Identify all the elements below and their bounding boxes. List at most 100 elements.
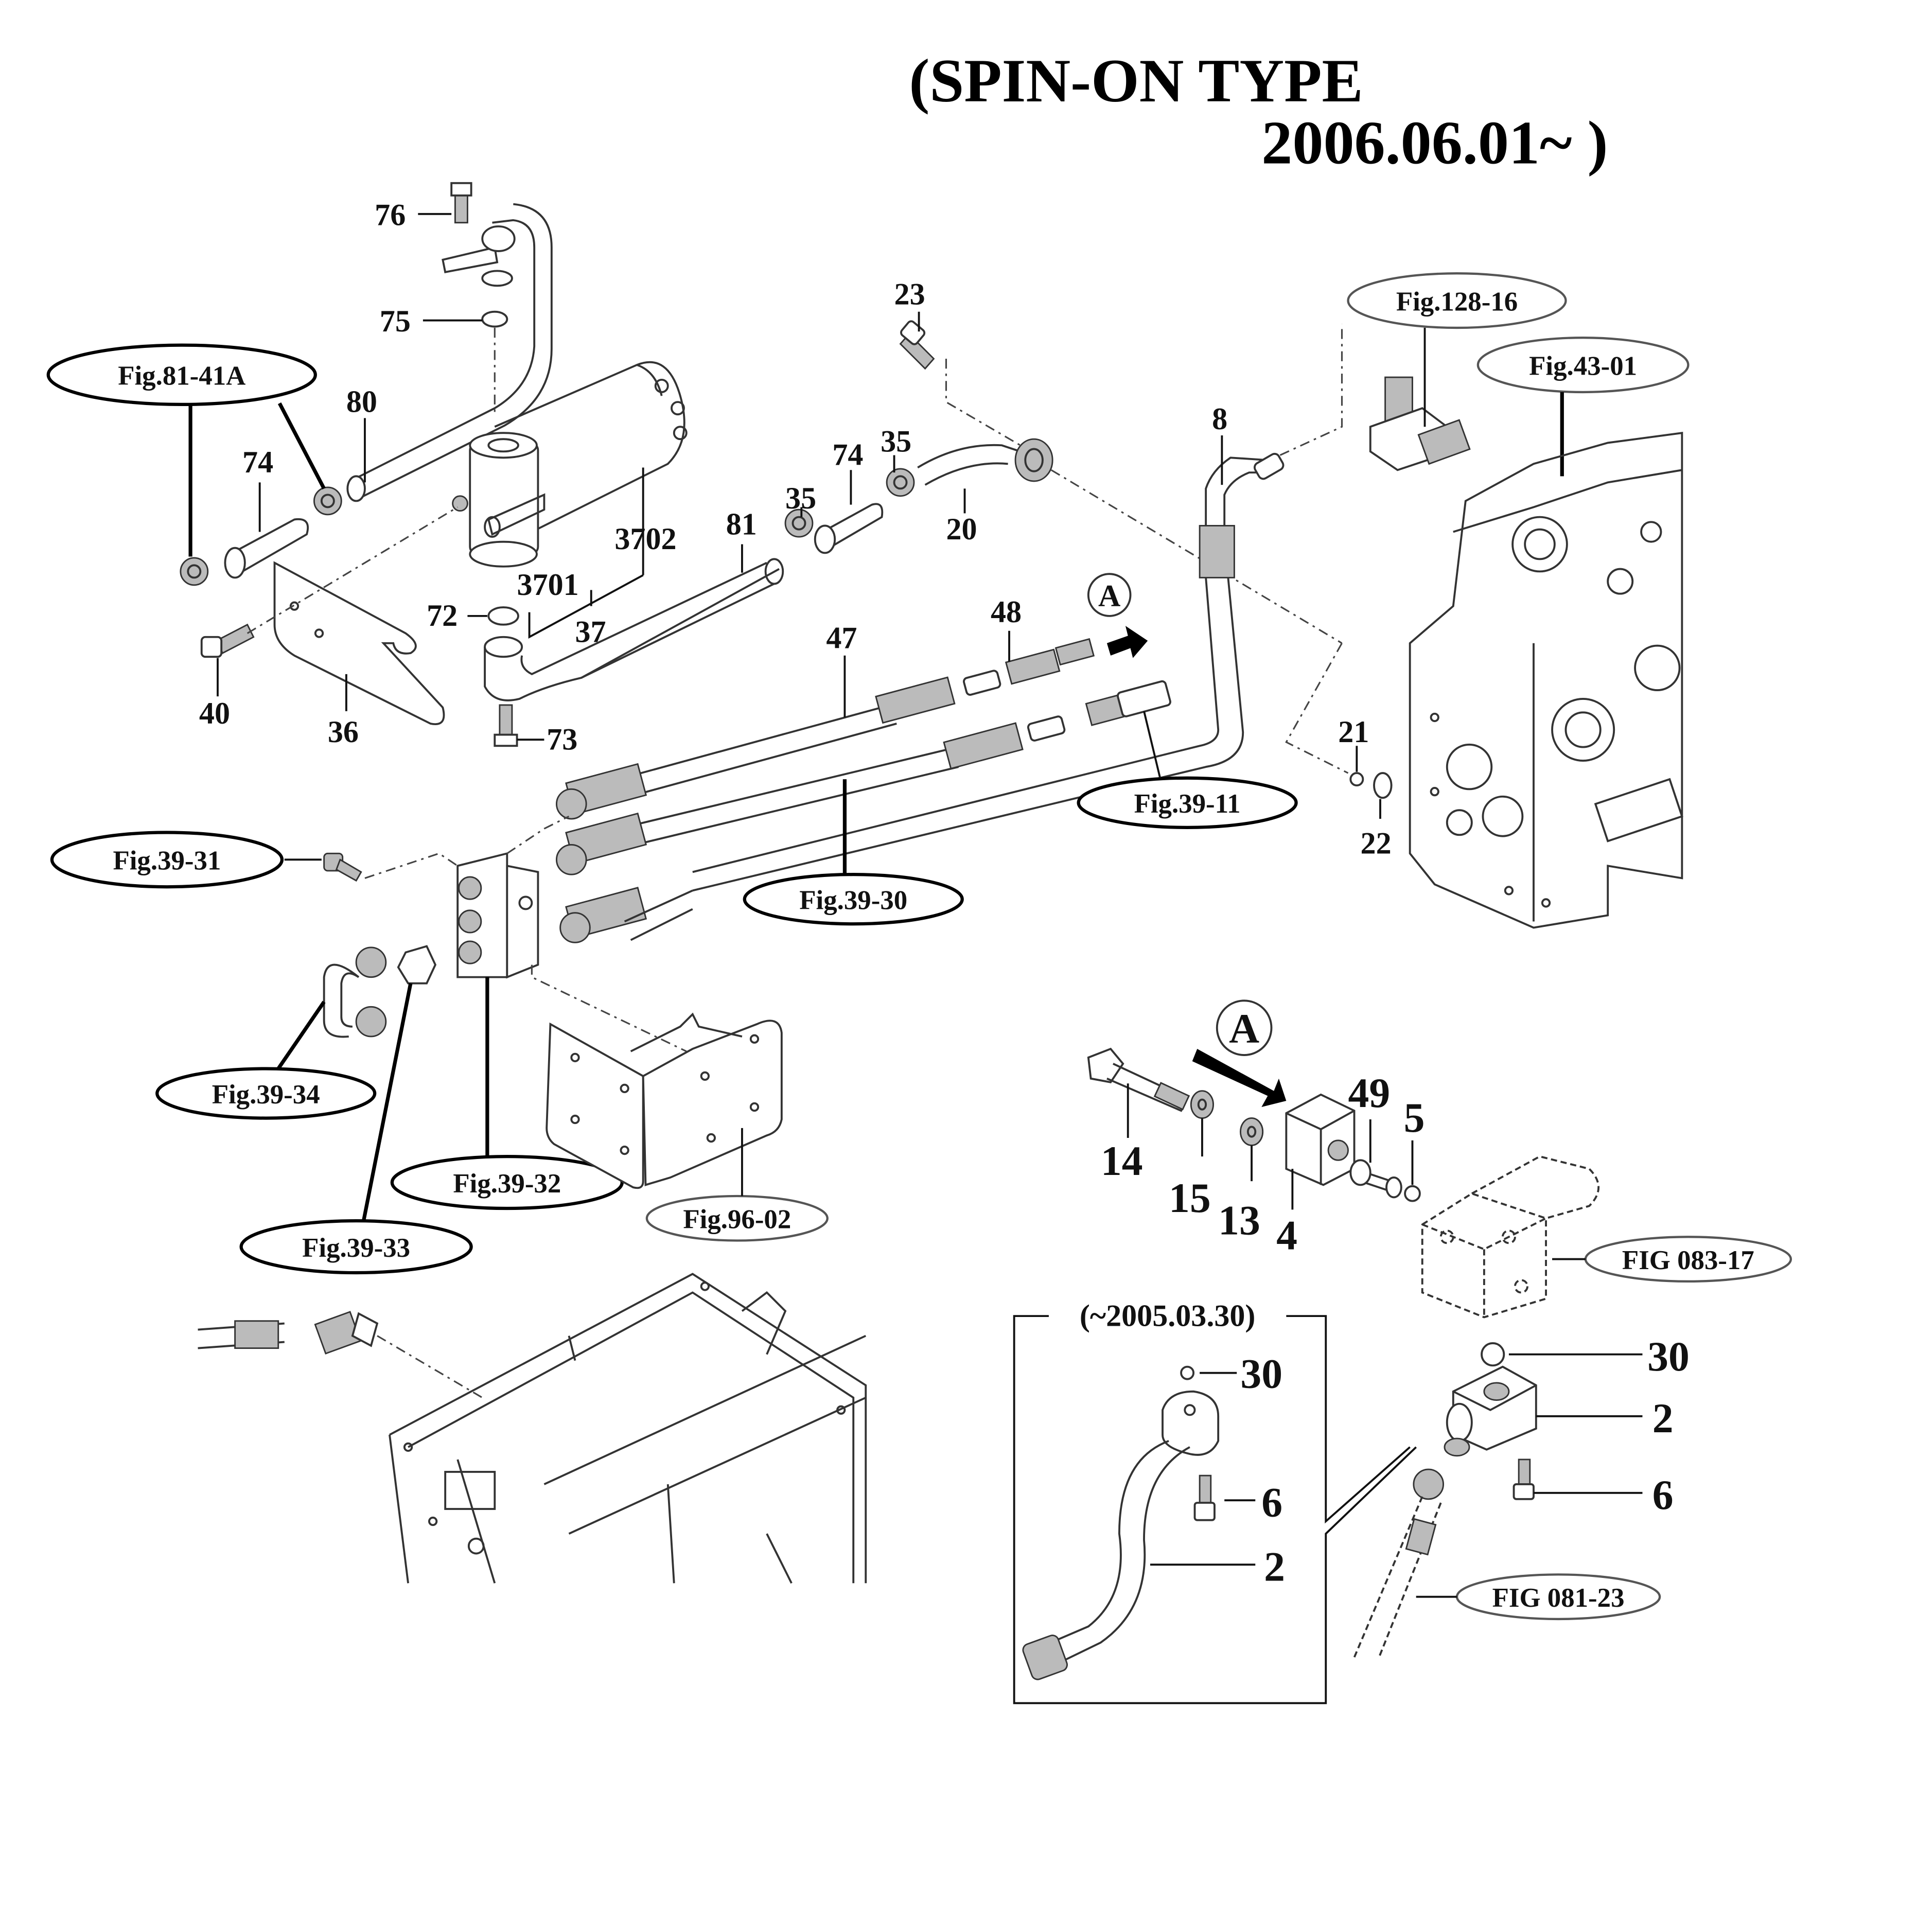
leader-fig81-right: [277, 402, 326, 490]
guide-line: [531, 964, 687, 1052]
figure-ref-39-32[interactable]: Fig.39-32: [390, 1154, 624, 1210]
part-label-2-right: 2: [1652, 1395, 1674, 1442]
figure-ref-128-16[interactable]: Fig.128-16: [1347, 272, 1567, 329]
leader-fig39-34: [276, 1000, 326, 1070]
part-label-72: 72: [427, 598, 458, 633]
bolt-fig39-31: [323, 852, 362, 882]
washer-13: [1239, 1117, 1264, 1146]
figure-ref-39-31[interactable]: Fig.39-31: [50, 831, 284, 889]
figure-ref-39-11[interactable]: Fig.39-11: [1077, 776, 1298, 829]
pipe-2-old: [1022, 1390, 1220, 1680]
part-label-2-inset: 2: [1264, 1543, 1285, 1590]
leader-37: [528, 574, 644, 639]
o-ring-22: [1373, 772, 1393, 799]
figure-ref-96-02[interactable]: Fig.96-02: [645, 1195, 829, 1242]
view-marker-a-bottom: A: [1216, 999, 1273, 1056]
arrow-view-a: [1192, 1049, 1287, 1107]
part-label-30-right: 30: [1647, 1333, 1690, 1380]
filter-head-3701: [452, 432, 546, 568]
part-label-6-right: 6: [1652, 1471, 1674, 1518]
guide-line: [377, 1335, 483, 1399]
figure-ref-label: Fig.128-16: [1396, 287, 1518, 317]
o-ring-5: [1404, 1185, 1421, 1202]
arrow-to-view-a: [1106, 626, 1148, 658]
pipe-8: [692, 452, 1285, 892]
inset-old-type: (~2005.03.30): [1013, 1298, 1417, 1705]
pipe-81-lower: [484, 558, 784, 701]
figure-ref-81-41a[interactable]: Fig.81-41A: [46, 343, 317, 407]
filter-cartridge-3702: [494, 361, 688, 533]
part-label-81: 81: [726, 506, 757, 541]
o-ring-30-old: [1180, 1365, 1195, 1380]
svg-text:A: A: [1098, 578, 1120, 613]
u-pipe-fig39-34: [323, 946, 387, 1038]
leader-fig39-33: [362, 982, 413, 1221]
bolt-6: [1513, 1459, 1535, 1500]
figure-ref-39-30[interactable]: Fig.39-30: [743, 873, 964, 926]
figure-ref-081-23[interactable]: FIG 081-23: [1455, 1573, 1661, 1621]
bolt-76: [442, 182, 516, 287]
guide-line: [945, 359, 1021, 446]
pipe-dashed-fig081-23: [1353, 1468, 1445, 1658]
part-label-22: 22: [1361, 826, 1392, 860]
figure-ref-label: Fig.39-11: [1134, 789, 1241, 819]
hose-74-middle: [814, 503, 884, 554]
figure-ref-label: FIG 081-23: [1492, 1583, 1625, 1613]
figure-ref-label: Fig.39-34: [212, 1080, 320, 1110]
part-label-37: 37: [575, 614, 606, 648]
part-label-4: 4: [1276, 1211, 1297, 1258]
title-line-2: 2006.06.01~ ): [1261, 108, 1608, 177]
figure-ref-43-01[interactable]: Fig.43-01: [1476, 336, 1690, 394]
clamp-35-left: [784, 508, 814, 538]
bolt-73: [494, 704, 518, 747]
clamp-35-right: [886, 468, 915, 497]
figure-ref-083-17[interactable]: FIG 083-17: [1584, 1236, 1792, 1283]
part-label-13: 13: [1218, 1197, 1260, 1244]
svg-text:A: A: [1229, 1005, 1259, 1052]
bolt-6-old: [1193, 1474, 1216, 1521]
filter-pipe-80: [346, 203, 553, 502]
part-label-80: 80: [346, 384, 377, 418]
figure-ref-39-33[interactable]: Fig.39-33: [239, 1219, 473, 1275]
figure-ref-label: Fig.81-41A: [118, 361, 245, 391]
guide-line: [364, 852, 459, 879]
figure-ref-label: Fig.96-02: [683, 1204, 791, 1234]
junction-block: [456, 852, 539, 979]
inset-label: (~2005.03.30): [1080, 1298, 1256, 1332]
pipe-20: [917, 438, 1053, 486]
bolt-14: [1087, 1047, 1190, 1112]
figure-ref-39-34[interactable]: Fig.39-34: [155, 1067, 377, 1120]
title-line-1: (SPIN-ON TYPE: [909, 46, 1363, 115]
part-label-49: 49: [1348, 1069, 1391, 1116]
part-label-3702: 3702: [614, 521, 676, 556]
part-label-73: 73: [547, 722, 577, 756]
part-label-35-right: 35: [881, 424, 911, 458]
bracket-36: [273, 561, 445, 725]
washer-15: [1190, 1090, 1215, 1119]
hose-second: [618, 715, 1066, 849]
part-label-35-left: 35: [785, 481, 816, 515]
guide-line: [1050, 469, 1343, 644]
part-label-3701: 3701: [517, 567, 579, 602]
bolt-23: [899, 320, 935, 370]
part-label-20: 20: [946, 512, 977, 546]
hose-fittings-left: [556, 763, 647, 943]
part-label-36: 36: [328, 714, 359, 749]
part-label-40: 40: [199, 696, 230, 730]
hose-74-left: [180, 486, 342, 586]
fitting-2: [1444, 1365, 1537, 1457]
part-label-8: 8: [1212, 401, 1227, 436]
pipe-49: [1349, 1159, 1402, 1199]
part-label-76: 76: [375, 197, 406, 232]
guide-line: [506, 815, 570, 854]
part-label-23: 23: [894, 276, 925, 311]
part-label-14: 14: [1101, 1137, 1143, 1184]
hose-47: [618, 670, 1001, 799]
figure-ref-label: Fig.39-30: [799, 885, 907, 915]
guide-line: [1285, 642, 1349, 774]
figure-ref-label: Fig.39-33: [302, 1233, 410, 1263]
part-label-48: 48: [991, 594, 1022, 629]
o-ring-21: [1349, 772, 1364, 787]
bolt-40: [200, 623, 255, 658]
